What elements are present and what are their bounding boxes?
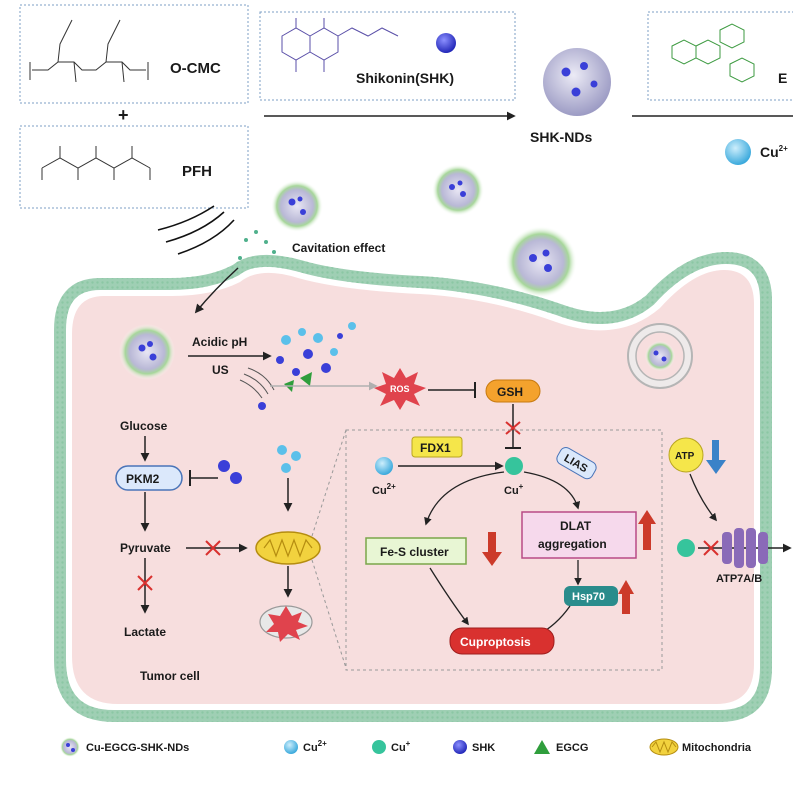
svg-text:SHK: SHK: [472, 742, 495, 754]
pyruvate-label: Pyruvate: [120, 541, 171, 555]
fes-cluster-label: Fe-S cluster: [380, 545, 449, 559]
gsh-box: [485, 379, 541, 403]
ocmc-label: O-CMC: [170, 60, 221, 77]
hsp70-box: [564, 586, 618, 606]
lias-box: LIAS: [556, 447, 597, 480]
atp7-block-cross: [703, 540, 719, 556]
svg-text:EGCG: EGCG: [556, 742, 588, 754]
legend-item-mito: Mitochondria: [649, 738, 752, 756]
legend-item-egcg: EGCG: [534, 740, 588, 754]
cuproptosis-box: [449, 627, 555, 655]
atp-down-arrow-icon: [706, 440, 726, 474]
cuproptosis-label: Cuproptosis: [460, 635, 531, 649]
cu2-label: Cu2+: [372, 482, 396, 497]
egcg-panel: E: [647, 11, 793, 101]
shikonin-panel: Shikonin(SHK): [259, 11, 516, 101]
dlat-line2: aggregation: [538, 537, 607, 551]
pyruvate-block-cross: [205, 540, 221, 556]
plus-sign: +: [118, 105, 129, 125]
pfh-panel: PFH: [19, 125, 249, 209]
fes-down-arrow-icon: [482, 532, 502, 566]
ultrasound-small-icon: [239, 367, 275, 399]
atp7-transporter-icon: [722, 528, 768, 568]
lactate-label: Lactate: [124, 625, 166, 639]
glucose-label: Glucose: [120, 419, 168, 433]
gsh-label: GSH: [497, 385, 523, 399]
dlat-up-arrow-icon: [638, 510, 656, 550]
cu-partial-label: Cu2+: [760, 144, 788, 160]
shk-nds-particle: [543, 48, 611, 116]
egcg-partial-label: E: [778, 70, 787, 86]
dlat-box: [521, 511, 637, 559]
dlat-line1: DLAT: [560, 519, 592, 533]
ros-burst-icon: [374, 368, 426, 410]
nanodroplet-in-cell: [119, 324, 175, 380]
atp-label: ATP: [675, 451, 695, 462]
svg-text:Cu2+: Cu2+: [303, 739, 327, 754]
legend-item-cu2: Cu2+: [284, 739, 327, 754]
cu2-ion-icon: [725, 139, 751, 165]
damaged-mitochondrion-icon: [259, 605, 313, 642]
ocmc-structure-icon: [29, 19, 149, 83]
pkm2-label: PKM2: [126, 472, 160, 486]
entry-arrow: [194, 267, 239, 314]
acidic-ph-label: Acidic pH: [192, 335, 247, 349]
gsh-block-cross: [505, 421, 521, 435]
nanodroplet-floating-1: [271, 180, 323, 232]
svg-text:Cu-EGCG-SHK-NDs: Cu-EGCG-SHK-NDs: [86, 742, 189, 754]
cu1-ion: [505, 457, 523, 475]
fes-cluster-box: [365, 537, 467, 565]
legend-item-cu1: Cu+: [372, 739, 411, 754]
shk-nds-label: SHK-NDs: [530, 129, 592, 145]
fdx1-label: FDX1: [420, 441, 451, 455]
pfh-structure-icon: [41, 146, 151, 180]
cu1-label: Cu+: [504, 482, 524, 497]
shk-molecule-icon: [436, 33, 456, 53]
shikonin-label: Shikonin(SHK): [356, 70, 454, 86]
ocmc-panel: O-CMC: [19, 4, 249, 104]
tumor-cell-label: Tumor cell: [140, 669, 200, 683]
svg-text:Mitochondria: Mitochondria: [682, 742, 752, 754]
egcg-structure-icon: [671, 23, 755, 83]
shikonin-structure-icon: [281, 18, 399, 72]
svg-text:Cu+: Cu+: [391, 739, 411, 754]
ultrasound-wave-icon: [157, 205, 235, 255]
cavitation-label: Cavitation effect: [292, 241, 385, 255]
pfh-label: PFH: [182, 163, 212, 180]
nanodroplet-floating-3: [505, 226, 577, 298]
lactate-block-cross: [137, 575, 153, 591]
atp7-label: ATP7A/B: [716, 573, 762, 585]
us-label: US: [212, 363, 229, 377]
mitochondria-inset: [345, 429, 663, 671]
mitochondrion-icon: [255, 531, 321, 565]
ros-label: ROS: [390, 384, 410, 394]
legend: Cu-EGCG-SHK-NDs Cu2+ Cu+ SHK EGCG Mitoch…: [60, 737, 752, 757]
fdx1-box: [411, 436, 463, 458]
nanodroplet-floating-2: [432, 164, 484, 216]
atp-circle: [668, 437, 704, 473]
legend-item-nds: Cu-EGCG-SHK-NDs: [60, 737, 189, 757]
pkm2-box: [115, 465, 183, 491]
legend-item-shk: SHK: [453, 740, 495, 754]
cu2-ion: [375, 457, 393, 475]
hsp70-up-arrow-icon: [618, 580, 634, 614]
endocytosed-nanodroplet: [627, 323, 693, 389]
hsp70-label: Hsp70: [572, 591, 605, 603]
